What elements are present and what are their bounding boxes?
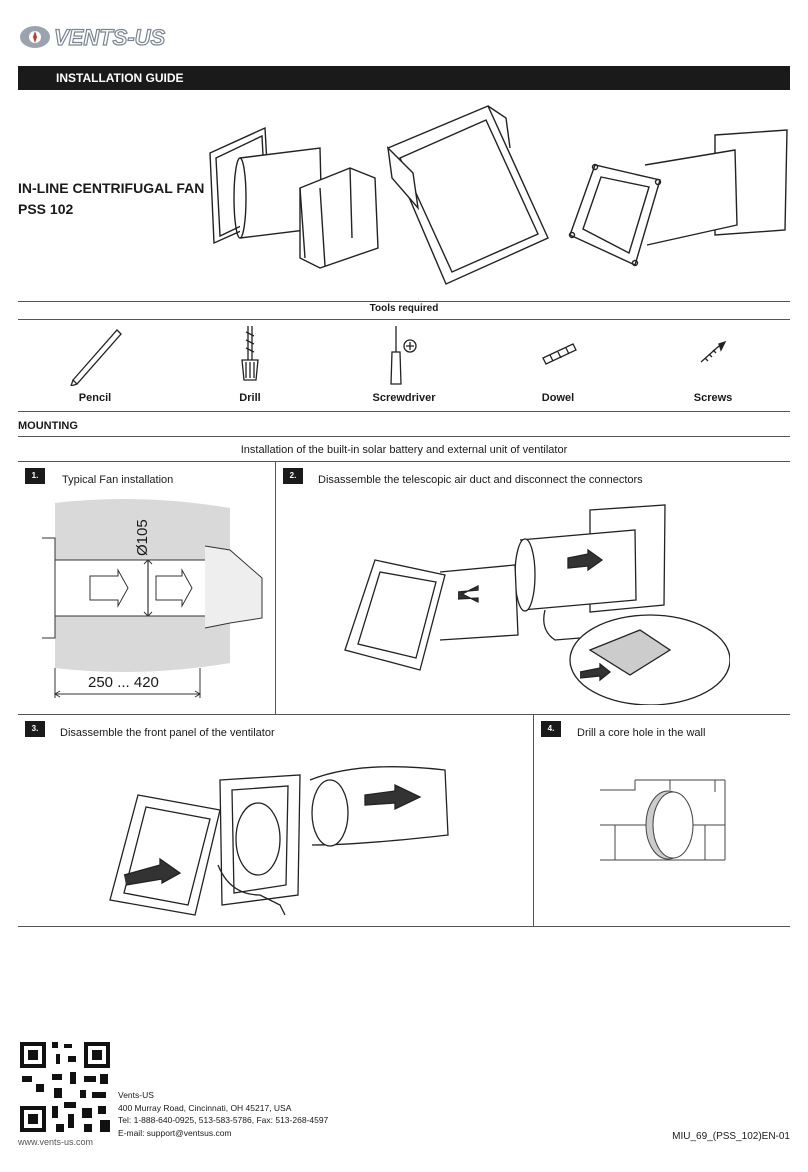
screw-icon [700, 340, 727, 363]
tools-divider-top [18, 301, 790, 302]
diameter-label: Ø105 [134, 519, 151, 556]
installation-guide-banner: INSTALLATION GUIDE [18, 66, 790, 90]
tool-label: Pencil [78, 392, 112, 404]
step-text: Typical Fan installation [62, 474, 174, 486]
tools-title: Tools required [369, 303, 439, 314]
disassemble-panel-diagram [100, 755, 520, 920]
tool-screwdriver: Screwdriver [344, 322, 464, 408]
company-email[interactable]: E-mail: support@ventsus.com [118, 1127, 232, 1138]
mounting-divider-top [18, 411, 790, 412]
brand-logo: VENTS-US [18, 22, 228, 52]
product-model: PSS 102 [18, 201, 74, 217]
mounting-subtitle: Installation of the built-in solar batte… [240, 444, 568, 456]
typical-installation-diagram: Ø105 250 ... 420 [30, 498, 270, 703]
step-number: 2. [283, 468, 303, 484]
tool-label: Dowel [541, 392, 575, 404]
dowel-icon [542, 343, 577, 365]
tools-divider [18, 319, 790, 320]
steps-divider-middle [18, 714, 790, 715]
steps-divider-top [18, 461, 790, 462]
tool-label: Drill [239, 392, 261, 404]
step-text: Drill a core hole in the wall [577, 727, 706, 739]
screwdriver-icon [390, 326, 417, 385]
tool-label: Screwdriver [372, 392, 436, 404]
fan-side-illustration [200, 118, 380, 278]
company-address: 400 Murray Road, Cincinnati, OH 45217, U… [118, 1102, 292, 1113]
steps-divider-vertical-1 [275, 461, 276, 714]
company-contact: Vents-US 400 Murray Road, Cincinnati, OH… [118, 1089, 328, 1139]
tool-pencil: Pencil [35, 322, 155, 408]
website-url[interactable]: www.vents-us.com [18, 1137, 94, 1147]
company-phone: Tel: 1-888-640-0925, 513-583-5786, Fax: … [118, 1115, 329, 1125]
qr-code [18, 1040, 112, 1134]
mounting-title: MOUNTING [18, 420, 78, 432]
tool-dowel: Dowel [498, 322, 618, 408]
product-name: IN-LINE CENTRIFUGAL FAN [18, 180, 205, 196]
tool-screws: Screws [653, 322, 773, 408]
pencil-icon [70, 329, 122, 386]
steps-divider-bottom [18, 926, 790, 927]
core-hole-diagram [595, 770, 730, 880]
step-text: Disassemble the telescopic air duct and … [318, 474, 643, 486]
tool-label: Screws [693, 392, 733, 404]
steps-divider-vertical-2 [533, 714, 534, 926]
svg-text:VENTS-US: VENTS-US [54, 25, 166, 50]
fan-front-illustration [565, 125, 790, 285]
mounting-divider [18, 436, 790, 437]
tool-drill: Drill [190, 322, 310, 408]
product-title: IN-LINE CENTRIFUGAL FAN PSS 102 [18, 178, 218, 220]
step-number: 3. [25, 721, 45, 737]
document-code: MIU_69_(PSS_102)EN-01 [672, 1131, 790, 1142]
company-name: Vents-US [118, 1090, 154, 1100]
length-label: 250 ... 420 [88, 674, 159, 691]
step-number: 1. [25, 468, 45, 484]
drill-icon [241, 326, 259, 381]
solar-panel-illustration [378, 98, 553, 288]
disassemble-duct-diagram [340, 500, 731, 706]
step-text: Disassemble the front panel of the venti… [60, 727, 275, 739]
step-number: 4. [541, 721, 561, 737]
